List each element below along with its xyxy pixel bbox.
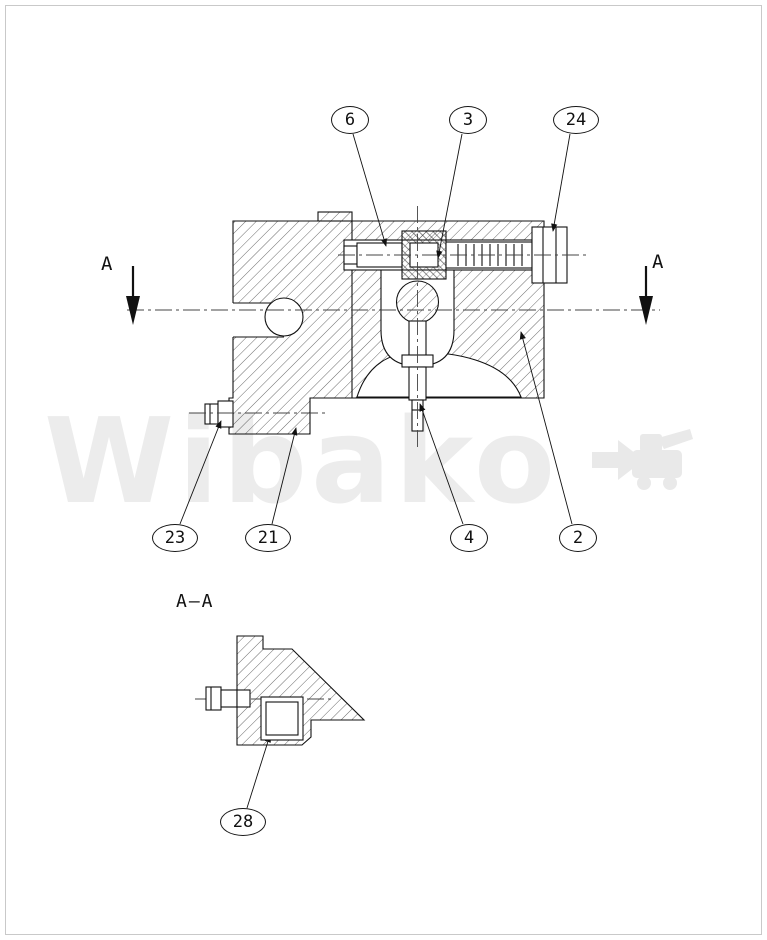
section-arrow-right-icon	[639, 266, 653, 325]
callout-balloon-3[interactable]: 3	[449, 106, 487, 134]
callout-balloon-24[interactable]: 24	[553, 106, 599, 134]
leader-21	[271, 427, 298, 525]
leader-28	[246, 734, 271, 809]
bushing-item-28	[260, 696, 304, 741]
callout-balloon-28[interactable]: 28	[220, 808, 266, 836]
leader-3	[436, 133, 463, 259]
watermark: Wibako	[44, 392, 693, 530]
section-marker-right-label: A	[652, 251, 665, 273]
top-boss	[317, 211, 353, 222]
callout-balloon-21[interactable]: 21	[245, 524, 291, 552]
leader-6	[352, 133, 387, 247]
section-view-title: A–A	[176, 591, 215, 612]
leader-23	[179, 420, 222, 525]
section-view-aa	[205, 635, 366, 746]
callout-balloon-23[interactable]: 23	[152, 524, 198, 552]
watermark-logo-icon	[592, 429, 693, 490]
callout-balloon-6[interactable]: 6	[331, 106, 369, 134]
section-cut-arrows	[126, 266, 653, 325]
leader-2	[519, 331, 573, 525]
section-marker-left-label: A	[101, 253, 114, 275]
leader-lines	[179, 133, 573, 809]
leader-24	[551, 133, 571, 232]
callout-balloon-4[interactable]: 4	[450, 524, 488, 552]
leader-4	[419, 403, 464, 525]
left-port-bore	[264, 297, 304, 337]
callout-balloon-2[interactable]: 2	[559, 524, 597, 552]
side-plug-item-23	[204, 403, 219, 425]
section-arrow-left-icon	[126, 266, 140, 325]
main-section-view	[204, 211, 568, 435]
